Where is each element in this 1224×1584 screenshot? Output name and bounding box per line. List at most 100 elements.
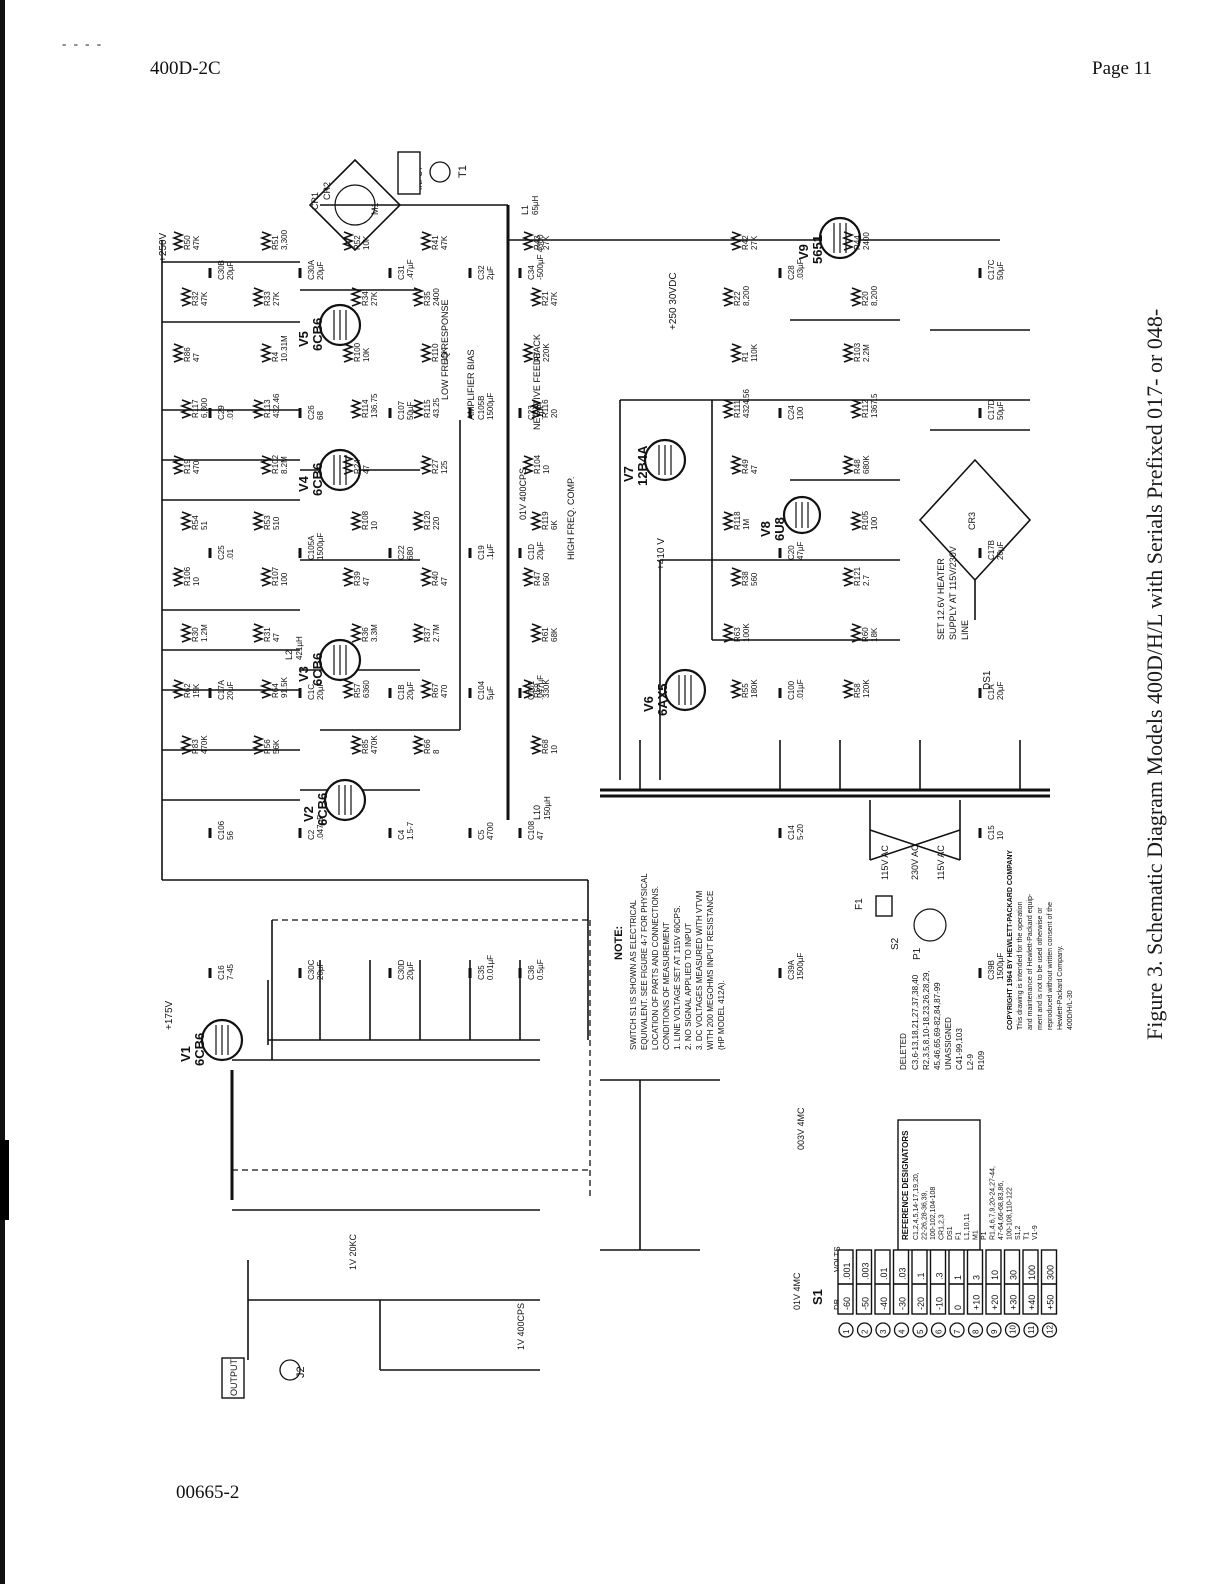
copyright-line: 400D/H/L-30 <box>1067 990 1074 1030</box>
resistor-value: 91.5K <box>280 676 289 698</box>
refdes-row: 47-64,66-68,83,86, <box>998 1181 1005 1240</box>
note-line: (HP MODEL 412A). <box>717 980 726 1050</box>
resistor-value: 560 <box>542 572 551 586</box>
resistor-ref: R63 <box>733 627 742 642</box>
resistor-ref: R67 <box>431 683 440 698</box>
refdes-row: T1 <box>1024 1232 1031 1240</box>
resistor-value: 220K <box>542 343 551 362</box>
part-ref: CR2 <box>322 182 332 200</box>
resistor-value: 47 <box>440 577 449 586</box>
capacitor-ref: C108 <box>527 820 536 840</box>
resistor-ref: R59 <box>533 683 542 698</box>
capacitor-ref: C39A <box>787 959 796 980</box>
capacitor-value: 5-20 <box>796 823 805 840</box>
resistor-ref: R38 <box>741 571 750 586</box>
svg-text:SET 12.6V HEATER: SET 12.6V HEATER <box>936 558 946 640</box>
resistor-value: 20 <box>550 409 559 418</box>
input-label: OUTPUT <box>229 1359 239 1397</box>
capacitor-ref: C17B <box>987 540 996 560</box>
capacitor-ref: C106 <box>217 820 226 840</box>
resistor-ref: R34 <box>361 291 370 306</box>
capacitor-ref: C36 <box>527 965 536 980</box>
refdes-row: 22-26,28-36,39, <box>922 1191 929 1240</box>
power-switch-area: F1 S2 P1 DS1 <box>854 670 993 960</box>
resistor-ref: R68 <box>541 739 550 754</box>
resistor-ref: R41 <box>431 235 440 250</box>
svg-text:F1: F1 <box>854 898 865 910</box>
resistor-value: 136.75 <box>370 393 379 418</box>
capacitor-value: 1500µF <box>486 393 495 420</box>
resistor-value: 2.7M <box>432 624 441 642</box>
capacitor-value: 20µF <box>316 961 325 980</box>
capacitor-ref: C29 <box>217 405 226 420</box>
resistor-value: 470K <box>200 735 209 754</box>
note-title: NOTE: <box>613 926 625 960</box>
tube-ref: V2 <box>301 806 316 822</box>
resistor-value: 8,200 <box>742 285 751 306</box>
capacitor-ref: C39B <box>987 960 996 980</box>
capacitor-value: 2µF <box>486 266 495 280</box>
footer-code: 00665-2 <box>176 1482 240 1503</box>
capacitor-c101: C101.047µF <box>518 675 545 700</box>
s1-db: -10 <box>935 1297 945 1310</box>
s1-volts: 30 <box>1009 1270 1019 1280</box>
resistor-value: 47 <box>192 353 201 362</box>
copyright-line: Hewlett-Packard Company. <box>1057 945 1064 1030</box>
s1-pos: 9 <box>990 1329 999 1334</box>
resistor-ref: R66 <box>423 739 432 754</box>
page-number: Page 11 <box>1092 58 1152 79</box>
capacitor-ref: C17D <box>987 399 996 420</box>
tube-type: 6CB6 <box>192 1033 207 1066</box>
capacitor-c34: C34-500µF 4000 <box>518 234 545 280</box>
resistor-ref: R121 <box>853 566 862 586</box>
resistor-value: 120K <box>862 679 871 698</box>
svg-text:S2: S2 <box>890 937 901 950</box>
resistor-ref: R115 <box>423 399 432 418</box>
s1-db: +20 <box>990 1295 1000 1310</box>
capacitor-ref: C26 <box>307 405 316 420</box>
resistor-value: 100 <box>280 572 289 586</box>
page-edge-bar <box>0 0 5 1584</box>
capacitor-value: 0.01µF <box>486 955 495 980</box>
capacitor-ref: C107 <box>397 400 406 420</box>
resistor-value: 125 <box>440 460 449 474</box>
capacitor-ref: C5 <box>477 829 486 840</box>
s1-row: 2-50.003 <box>855 1249 873 1338</box>
resistor-ref: R54 <box>191 515 200 530</box>
resistor-value: 330K <box>542 679 551 698</box>
s1-volts: 1 <box>953 1275 963 1280</box>
reference-designators-box <box>897 1119 981 1251</box>
capacitor-ref: C30C <box>307 959 316 980</box>
tube-ref: V1 <box>178 1046 193 1062</box>
refdes-row: L1,10,11 <box>964 1213 971 1240</box>
capacitor-value: 680 <box>406 546 415 560</box>
capacitor-value: 1500µF <box>996 953 1005 980</box>
tube-type: 6CB6 <box>315 793 330 826</box>
